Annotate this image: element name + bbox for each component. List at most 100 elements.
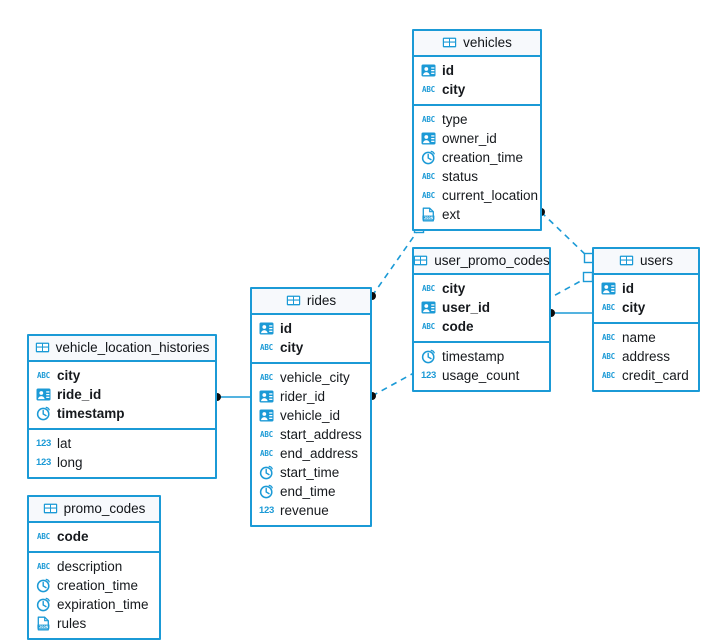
abc-text-icon: ABC: [260, 448, 273, 458]
field-row-id[interactable]: id: [414, 61, 540, 80]
field-row-ride_id[interactable]: ride_id: [29, 385, 215, 404]
id-badge-icon: [259, 408, 274, 423]
id-badge-icon: [36, 387, 51, 402]
field-row-city[interactable]: ABC city: [594, 298, 698, 317]
table-header-promo_codes[interactable]: promo_codes: [29, 497, 159, 523]
field-row-rules[interactable]: JSON rules: [29, 614, 159, 633]
field-row-start_time[interactable]: start_time: [252, 463, 370, 482]
table-header-user_promo_codes[interactable]: user_promo_codes: [414, 249, 550, 275]
field-label: id: [280, 321, 292, 336]
field-label: end_address: [280, 446, 359, 461]
id-badge-icon: [259, 389, 274, 404]
field-label: address: [622, 349, 671, 364]
abc-text-icon: ABC: [602, 302, 615, 312]
field-label: vehicle_id: [280, 408, 341, 423]
field-label: id: [622, 281, 634, 296]
field-row-creation_time[interactable]: creation_time: [414, 148, 540, 167]
field-row-vehicle_id[interactable]: vehicle_id: [252, 406, 370, 425]
field-label: start_address: [280, 427, 362, 442]
field-label: owner_id: [442, 131, 497, 146]
json-document-icon: JSON: [36, 616, 51, 631]
clock-icon: [421, 150, 436, 165]
clock-icon: [259, 465, 274, 480]
field-row-creation_time[interactable]: creation_time: [29, 576, 159, 595]
123-number-icon: 123: [259, 504, 274, 516]
json-document-icon: JSON: [421, 207, 436, 222]
table-grid-icon: [35, 340, 50, 355]
field-row-expiration_time[interactable]: expiration_time: [29, 595, 159, 614]
table-header-vehicles[interactable]: vehicles: [414, 31, 540, 57]
field-row-owner_id[interactable]: owner_id: [414, 129, 540, 148]
id-badge-icon: [421, 63, 436, 78]
table-grid-icon: [619, 253, 634, 268]
field-row-id[interactable]: id: [594, 279, 698, 298]
abc-text-icon: ABC: [422, 84, 435, 94]
field-row-rider_id[interactable]: rider_id: [252, 387, 370, 406]
field-label: city: [442, 281, 466, 296]
abc-text-icon: ABC: [602, 351, 615, 361]
field-label: city: [57, 368, 81, 383]
field-row-address[interactable]: ABC address: [594, 347, 698, 366]
field-row-end_address[interactable]: ABC end_address: [252, 444, 370, 463]
field-row-timestamp[interactable]: timestamp: [414, 347, 549, 366]
123-number-icon: 123: [36, 437, 51, 449]
field-label: name: [622, 330, 656, 345]
id-badge-icon: [259, 321, 274, 336]
field-row-id[interactable]: id: [252, 319, 370, 338]
table-title: vehicles: [463, 34, 512, 50]
field-label: current_location: [442, 188, 539, 203]
clock-icon: [36, 406, 51, 421]
field-label: rules: [57, 616, 87, 631]
id-badge-icon: [601, 281, 616, 296]
table-header-users[interactable]: users: [594, 249, 698, 275]
table-title: users: [639, 252, 673, 268]
field-row-end_time[interactable]: end_time: [252, 482, 370, 501]
field-label: creation_time: [442, 150, 524, 165]
field-row-city[interactable]: ABC city: [414, 80, 540, 99]
table-title: user_promo_codes: [434, 252, 550, 268]
field-label: city: [622, 300, 646, 315]
table-header-rides[interactable]: rides: [252, 289, 370, 315]
field-label: city: [442, 82, 466, 97]
table-header-vehicle_location_histories[interactable]: vehicle_location_histories: [29, 336, 215, 362]
field-row-user_id[interactable]: user_id: [414, 298, 549, 317]
clock-icon: [36, 597, 51, 612]
field-row-timestamp[interactable]: timestamp: [29, 404, 215, 423]
field-label: long: [57, 455, 83, 470]
id-badge-icon: [421, 131, 436, 146]
abc-text-icon: ABC: [260, 342, 273, 352]
field-label: timestamp: [442, 349, 505, 364]
abc-text-icon: ABC: [422, 171, 435, 181]
field-label: id: [442, 63, 454, 78]
